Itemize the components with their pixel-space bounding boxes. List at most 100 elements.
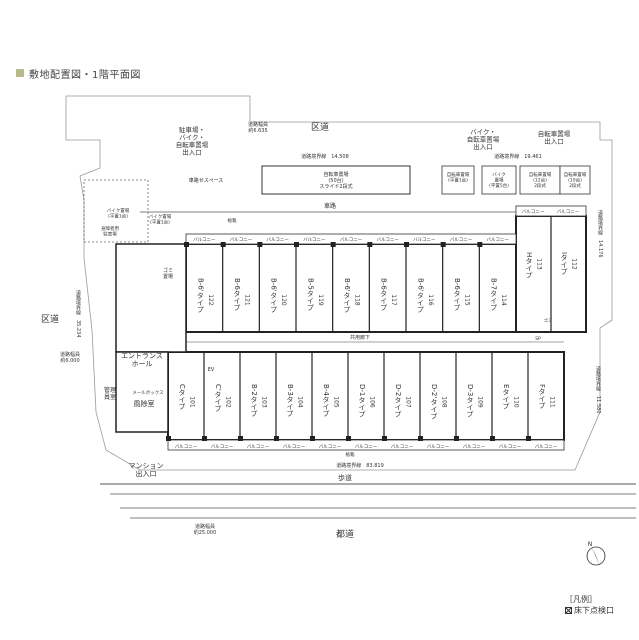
bike-parking-right-2 bbox=[481, 165, 517, 195]
unit-type: B-2タイプ bbox=[250, 384, 258, 417]
unit-type: B-4タイプ bbox=[322, 384, 330, 417]
handicap-parking-label: 身障者用駐車場 bbox=[101, 225, 119, 238]
unit-type: B-7タイプ bbox=[490, 278, 498, 311]
bike-parking-right-4 bbox=[559, 165, 591, 195]
upper-wing bbox=[185, 243, 517, 333]
balcony-label: バルコニー bbox=[230, 237, 253, 243]
unit-type: D-2'タイプ bbox=[430, 384, 438, 419]
unit-type: C'タイプ bbox=[214, 384, 222, 412]
column bbox=[367, 242, 373, 247]
unit-number: 105 bbox=[333, 396, 340, 408]
unit-number: 113 bbox=[536, 258, 543, 270]
unit-number: 111 bbox=[549, 396, 556, 408]
left-boundary-label: 道路境界線 35.234 bbox=[75, 289, 81, 337]
legend-title: ［凡例］ bbox=[565, 595, 597, 604]
balcony-label: バルコニー bbox=[211, 444, 234, 450]
bike-stack2-label: 自転車置場(10台)2段式 bbox=[564, 171, 587, 189]
bike-entrance-right-label: 自転車置場出入口 bbox=[538, 129, 571, 146]
page-header: 敷地配置図・1階平面図 bbox=[16, 66, 141, 81]
parking-space-label: 車路せスペース bbox=[189, 177, 223, 184]
site-boundary bbox=[65, 95, 613, 471]
column bbox=[184, 242, 189, 247]
balcony-label: バルコニー bbox=[413, 237, 436, 243]
manager-room-label: 管理員室 bbox=[104, 386, 116, 401]
balcony-label: バルコニー bbox=[450, 237, 473, 243]
page-title: 敷地配置図・1階平面図 bbox=[29, 69, 141, 81]
unit-type: B-6'タイプ bbox=[196, 278, 204, 313]
unit-number: 102 bbox=[225, 396, 232, 408]
planter-bottom-label: 植栽 bbox=[346, 451, 355, 458]
unit-number: 108 bbox=[441, 396, 448, 408]
right-boundary-lower-label: 道路境界線 11.580 bbox=[595, 365, 601, 413]
unit-number: 120 bbox=[280, 294, 287, 306]
unit-number: 101 bbox=[189, 396, 196, 408]
legend: ［凡例］ 床下点検口 bbox=[565, 594, 614, 616]
lower-wing bbox=[167, 351, 565, 441]
unit-type: Cタイプ bbox=[178, 384, 186, 410]
unit-type: B-3タイプ bbox=[286, 384, 294, 417]
unit-number: 122 bbox=[207, 294, 214, 306]
bike-parking-structure bbox=[261, 165, 411, 195]
unit-type: D-1タイプ bbox=[358, 384, 366, 418]
north-label: N bbox=[588, 541, 593, 548]
sp-label: SP bbox=[535, 336, 541, 342]
trash-room-label: ゴミ置場 bbox=[163, 267, 173, 280]
balcony-label: バルコニー bbox=[266, 237, 289, 243]
north-arrow: N bbox=[586, 541, 606, 566]
unit-type: B-5タイプ bbox=[306, 278, 314, 311]
unit-number: 116 bbox=[427, 294, 434, 306]
metro-road-label: 都道 bbox=[336, 528, 354, 540]
corridor-label: 共用廊下 bbox=[350, 334, 370, 341]
bottom-boundary-label: 道路境界線 83.819 bbox=[336, 462, 384, 469]
unit-type: Eタイプ bbox=[502, 384, 510, 410]
column bbox=[330, 242, 336, 247]
parking-entrance-label: 駐車場・バイク・自転車置場出入口 bbox=[176, 125, 209, 157]
upper-balcony bbox=[185, 233, 517, 245]
unit-type: D-3タイプ bbox=[466, 384, 474, 418]
column bbox=[526, 436, 531, 441]
column bbox=[477, 242, 483, 247]
balcony-label: バルコニー bbox=[391, 444, 414, 450]
unit-number: 104 bbox=[297, 396, 304, 408]
balcony-label: バルコニー bbox=[463, 444, 486, 450]
column bbox=[310, 436, 315, 441]
ev-label: EV bbox=[208, 367, 215, 373]
bike-parking-main-label: 自転車置場(50台)スライド2段式 bbox=[319, 171, 352, 190]
unit-type: D-2タイプ bbox=[394, 384, 402, 418]
column bbox=[346, 436, 351, 441]
balcony-label: バルコニー bbox=[427, 444, 450, 450]
left-bike2-label: バイク置場(平置1台) bbox=[149, 213, 172, 226]
unit-number: 118 bbox=[354, 294, 361, 306]
bike-stack1-label: 自転車置場(12台)2段式 bbox=[529, 171, 552, 189]
balcony-label: バルコニー bbox=[340, 237, 363, 243]
entrance-block bbox=[115, 351, 169, 433]
bike-parking-right-1 bbox=[441, 165, 475, 195]
unit-type: B-6タイプ bbox=[380, 278, 388, 311]
legend-item: 床下点検口 bbox=[574, 606, 614, 615]
lower-balcony bbox=[167, 439, 565, 451]
planter-top-label: 植栽 bbox=[228, 217, 237, 224]
balcony-label: バルコニー bbox=[355, 444, 378, 450]
unit-type: B-6タイプ bbox=[453, 278, 461, 311]
balcony-label: バルコニー bbox=[557, 209, 580, 215]
boundary-top-right-label: 道路境界線 19.461 bbox=[494, 153, 542, 160]
unit-type: B-6タイプ bbox=[233, 278, 241, 311]
balcony-label: バルコニー bbox=[319, 444, 342, 450]
header-square-icon bbox=[16, 69, 24, 77]
